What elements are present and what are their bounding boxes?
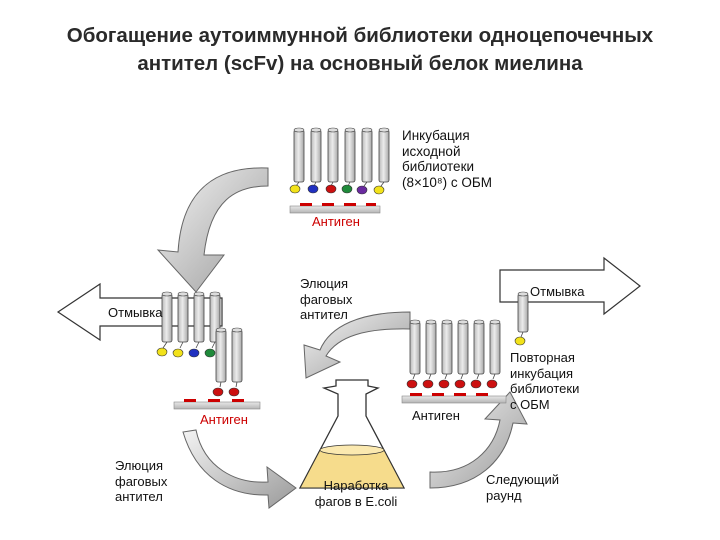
phage bbox=[212, 327, 227, 397]
scfv-head-green bbox=[204, 348, 216, 358]
scfv-head-red bbox=[422, 379, 434, 389]
phage bbox=[341, 127, 356, 194]
production-label: Наработка фагов в E.coli bbox=[314, 478, 398, 509]
antigen-mark bbox=[366, 203, 376, 206]
scfv-head-yellow bbox=[373, 185, 385, 195]
curved-arrow-to-left-cluster bbox=[156, 167, 269, 293]
antigen-mark bbox=[184, 399, 196, 402]
right-phage-cluster bbox=[401, 291, 529, 404]
phage bbox=[470, 319, 485, 389]
antigen-mark bbox=[454, 393, 466, 396]
phage bbox=[325, 127, 339, 194]
phage bbox=[356, 127, 373, 195]
phage bbox=[373, 127, 390, 195]
scfv-head-green bbox=[341, 184, 353, 194]
antigen-mark bbox=[300, 203, 312, 206]
wash-label-left: Отмывка bbox=[108, 305, 163, 320]
left-plate bbox=[173, 401, 261, 410]
elution-label-left: Элюция фаговых антител bbox=[115, 458, 168, 504]
scfv-head-red bbox=[212, 387, 224, 397]
left-bound-phages bbox=[173, 327, 261, 410]
scfv-head-red bbox=[454, 379, 466, 389]
diagram-title: Обогащение аутоиммунной библиотеки одноц… bbox=[0, 22, 720, 78]
phage bbox=[406, 319, 421, 389]
scfv-head-red bbox=[325, 184, 337, 194]
phage bbox=[188, 291, 205, 358]
scfv-head-red bbox=[228, 387, 240, 397]
wash-label-right: Отмывка bbox=[530, 284, 585, 299]
antigen-mark bbox=[232, 399, 244, 402]
scfv-head-red bbox=[486, 379, 498, 389]
scfv-head-red bbox=[470, 379, 482, 389]
antigen-mark bbox=[344, 203, 356, 206]
phage bbox=[486, 319, 501, 389]
scfv-head-yellow bbox=[289, 184, 301, 194]
left-unbound-phages bbox=[156, 291, 221, 358]
phage bbox=[289, 127, 305, 194]
phage bbox=[454, 319, 469, 389]
incubation-label: Инкубация исходной библиотеки (8×10⁸) с … bbox=[402, 128, 492, 190]
scfv-head-blue bbox=[307, 184, 319, 194]
scfv-head-blue bbox=[188, 348, 200, 358]
scfv-head-red bbox=[438, 379, 450, 389]
phage bbox=[307, 127, 322, 194]
curved-arrow-to-right-cluster bbox=[429, 391, 528, 489]
phage bbox=[228, 327, 243, 397]
phage-washed-away bbox=[514, 291, 529, 346]
next-round-label: Следующий раунд bbox=[486, 472, 559, 503]
flask-icon bbox=[298, 379, 406, 489]
scfv-head-red bbox=[406, 379, 418, 389]
antigen-mark bbox=[476, 393, 488, 396]
phage bbox=[156, 291, 173, 357]
top-plate bbox=[289, 205, 381, 214]
scfv-head-yellow bbox=[156, 347, 168, 357]
scfv-head-yellow bbox=[514, 336, 526, 346]
elution-label-mid: Элюция фаговых антител bbox=[300, 276, 353, 322]
antigen-label-left: Антиген bbox=[200, 412, 248, 427]
wash-arrow-right bbox=[499, 256, 641, 316]
right-plate bbox=[401, 395, 507, 404]
antigen-label-top: Антиген bbox=[312, 214, 360, 229]
antigen-mark bbox=[208, 399, 220, 402]
title-line-1: Обогащение аутоиммунной библиотеки одноц… bbox=[66, 24, 654, 47]
curved-arrow-to-flask bbox=[182, 429, 297, 509]
scfv-head-purple bbox=[356, 185, 368, 195]
phage bbox=[438, 319, 453, 389]
phage bbox=[172, 291, 189, 358]
title-line-2: антител (scFv) на основный белок миелина bbox=[137, 52, 583, 75]
antigen-mark bbox=[410, 393, 422, 396]
repeat-incubation-label: Повторная инкубация библиотеки с ОБМ bbox=[510, 350, 580, 412]
antigen-label-right: Антиген bbox=[412, 408, 460, 423]
curved-arrow-to-mid bbox=[303, 311, 411, 379]
scfv-head-yellow bbox=[172, 348, 184, 358]
phage bbox=[422, 319, 437, 389]
antigen-mark bbox=[322, 203, 334, 206]
top-phage-cluster bbox=[289, 127, 390, 214]
antigen-mark bbox=[432, 393, 444, 396]
